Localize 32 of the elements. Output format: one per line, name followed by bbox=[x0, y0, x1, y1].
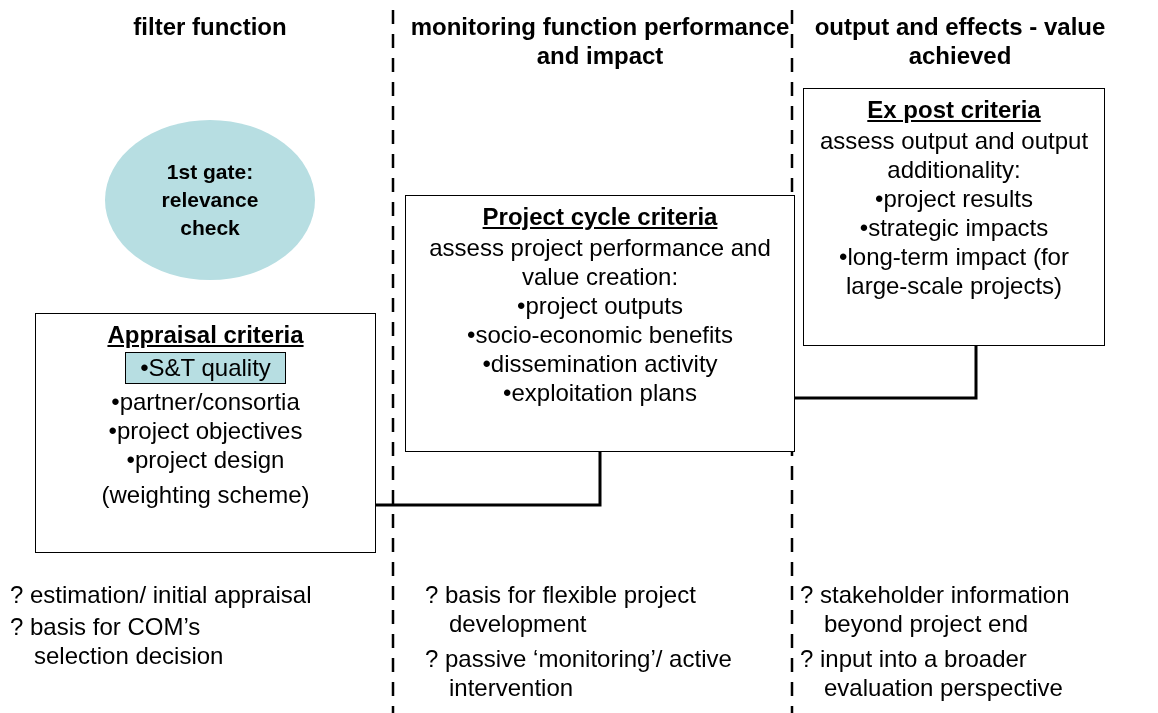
criteria-text: •exploitation plans bbox=[502, 378, 698, 407]
criteria-text: •socio-economic benefits bbox=[466, 320, 734, 349]
criteria-box bbox=[35, 313, 376, 553]
criteria-text: •dissemination activity bbox=[481, 349, 719, 378]
note-text: ? basis for COM’s selection decision bbox=[10, 612, 225, 670]
note-text: ? passive ‘monitoring’/ active intervention bbox=[425, 644, 733, 702]
connector-line bbox=[795, 346, 978, 400]
criteria-text: •partner/consortia bbox=[110, 387, 301, 416]
column-heading: filter function bbox=[132, 12, 288, 41]
criteria-text: assess output and output additionality: bbox=[818, 126, 1090, 184]
note-text: ? estimation/ initial appraisal bbox=[10, 580, 313, 609]
criteria-text: •strategic impacts bbox=[858, 213, 1050, 242]
box-heading: Ex post criteria bbox=[866, 95, 1042, 124]
criteria-text: •project results bbox=[874, 184, 1034, 213]
note-text: ? input into a broader evaluation perspective bbox=[800, 644, 1064, 702]
criteria-text: (weighting scheme) bbox=[100, 480, 311, 509]
criteria-box bbox=[803, 88, 1105, 346]
criteria-text: assess project performance and value creation: bbox=[428, 233, 772, 291]
criteria-text: •project outputs bbox=[516, 291, 684, 320]
gate-text: 1st gate: relevance check bbox=[160, 159, 260, 241]
criteria-text: •long-term impact (for large-scale projects) bbox=[838, 242, 1070, 300]
note-text: ? stakeholder information beyond project end bbox=[800, 580, 1071, 638]
box-heading: Project cycle criteria bbox=[481, 202, 719, 231]
connector-line bbox=[376, 452, 602, 507]
box-heading: Appraisal criteria bbox=[106, 320, 305, 349]
criteria-box bbox=[405, 195, 795, 452]
note-text: ? basis for flexible project development bbox=[425, 580, 697, 638]
highlight-box: •S&T quality bbox=[125, 352, 286, 384]
criteria-text: •project design bbox=[125, 445, 286, 474]
criteria-text: •project objectives bbox=[107, 416, 304, 445]
column-heading: output and effects - value achieved bbox=[813, 12, 1107, 70]
column-heading: monitoring function performance and impact bbox=[409, 12, 791, 70]
